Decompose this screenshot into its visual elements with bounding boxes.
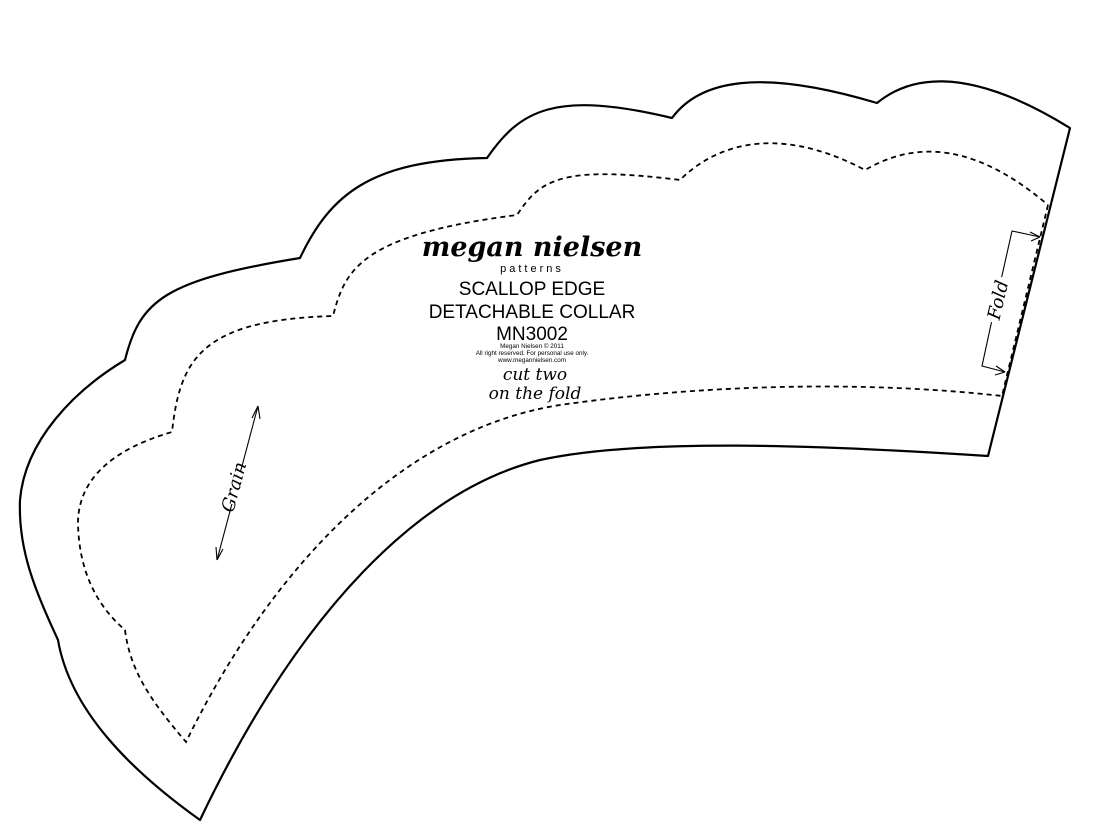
stitching-line: [77, 142, 1049, 744]
copyright-line1: Megan Nielsen © 2011: [500, 342, 564, 350]
grainline-arrow: Grain: [209, 405, 261, 561]
pattern-title-line2: DETACHABLE COLLAR: [429, 302, 636, 323]
pattern-code: MN3002: [496, 324, 568, 345]
copyright-line2: All right reserved. For personal use onl…: [476, 350, 589, 357]
cut-instruction-line1: cut two: [503, 365, 567, 385]
brand-subtitle: patterns: [500, 263, 564, 275]
pattern-title-line1: SCALLOP EDGE: [459, 279, 605, 300]
cutting-line: [18, 80, 1072, 822]
brand-logo: megan nielsen: [422, 232, 642, 263]
fold-bracket: Fold: [975, 230, 1041, 376]
cut-instruction-line2: on the fold: [489, 384, 582, 404]
copyright-line3: www.megannielsen.com: [497, 357, 566, 364]
